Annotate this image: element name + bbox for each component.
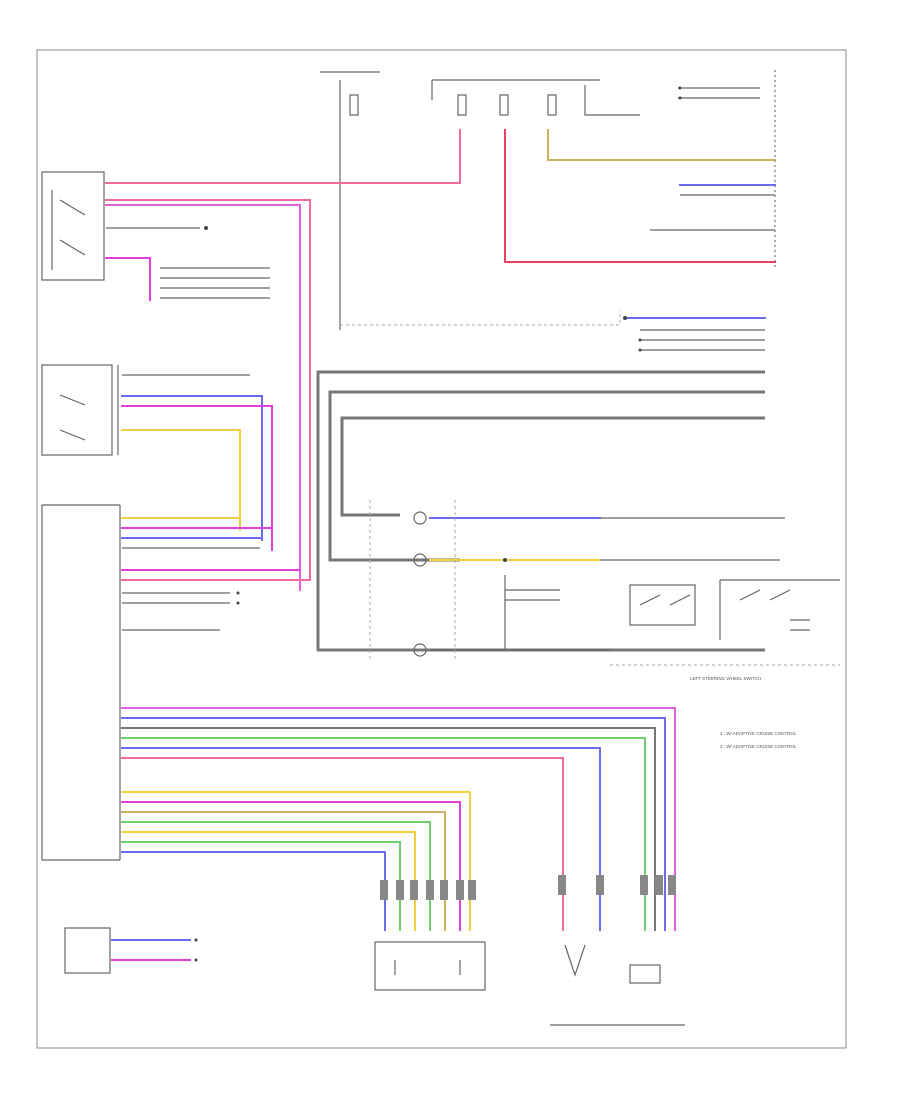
throttle-control-module [550, 944, 685, 1026]
accelerator-pedal-sensor [374, 941, 486, 991]
steering-switch-label: LEFT STEERING WHEEL SWITCH [690, 676, 761, 681]
splice-notes [160, 267, 270, 299]
cruise-module-connector [623, 316, 766, 352]
connector-markers [380, 875, 676, 900]
wire-bundle-sensor [121, 791, 471, 931]
clock-spring [369, 500, 785, 660]
fuse-block-top [320, 71, 760, 330]
transmission-module [41, 364, 119, 456]
steering-wheel-switch [610, 579, 840, 666]
note-1: 1 : W/ ADAPTIVE CRUISE CONTROL [720, 731, 797, 736]
wire-bundle-lower [121, 707, 676, 931]
instrument-cluster [64, 927, 198, 974]
diagram-border [36, 49, 847, 1049]
gray-bus [316, 370, 765, 652]
pcm-module [41, 504, 121, 861]
note-2: 2 : W/ ADAPTIVE CRUISE CONTROL [720, 744, 797, 749]
wire-pink-top [105, 129, 461, 184]
brake-pedal-switch-module [41, 171, 105, 281]
